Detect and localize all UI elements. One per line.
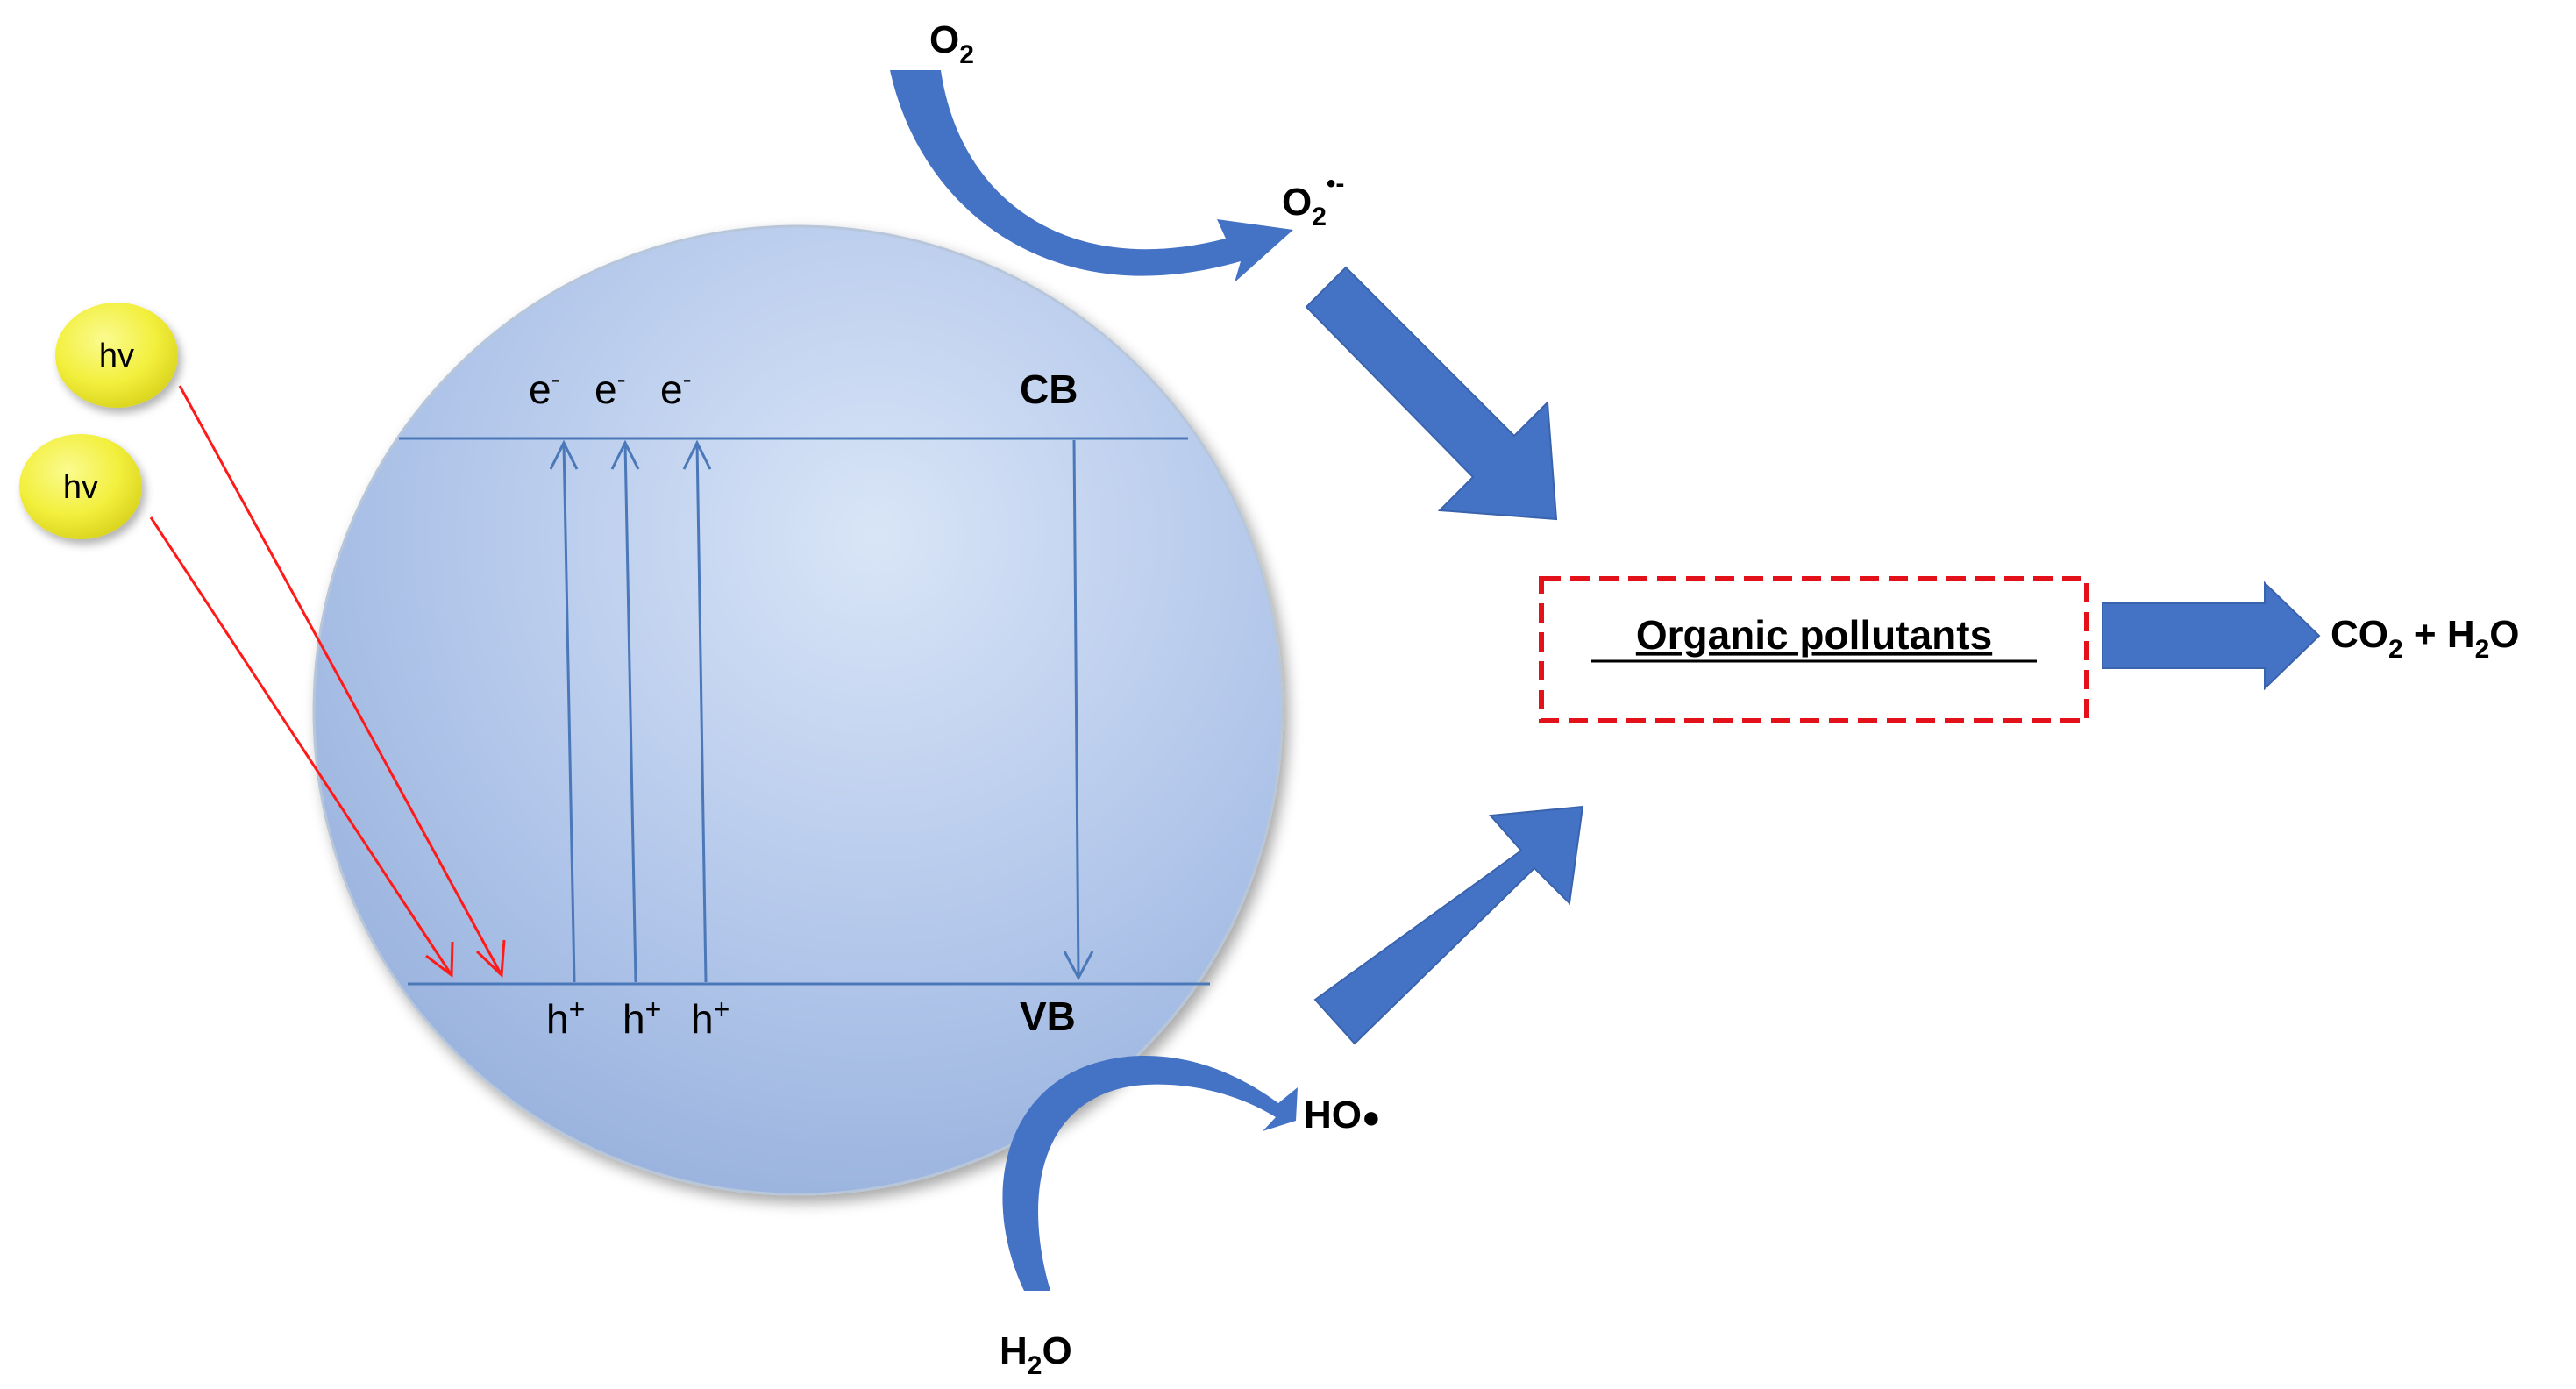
organic-pollutants-box [1539,576,2089,723]
hole-label-3: h+ [691,994,729,1042]
excitation-arrow-1 [562,442,576,983]
photon-1: hv [55,303,178,408]
electron-label-1: e- [529,365,560,412]
photon-2: hv [19,434,142,539]
pollutants-to-products-arrow [2102,581,2321,691]
water-oxidation-arrow [1002,1056,1298,1291]
organic-pollutants-label: Organic pollutants [1636,612,1992,658]
electron-label-2: e- [594,365,626,412]
recombination-arrow [1072,439,1080,979]
excitation-arrow-2 [623,442,637,983]
excitation-arrow-3 [695,442,708,983]
light-arrows [149,385,506,979]
hole-labels: h+ h+ h+ [546,994,729,1042]
photon-1-label: hv [99,338,134,374]
semiconductor-particle [312,224,1284,1196]
electron-label-3: e- [660,365,692,412]
oxygen-reduction-arrow [890,70,1293,282]
hole-label-2: h+ [623,994,661,1042]
oxygen-label: O2 [929,18,974,69]
cb-label: CB [1020,367,1078,412]
excitation-arrows [549,439,712,983]
vb-label: VB [1020,994,1076,1039]
superoxide-label: O2•- [1282,169,1344,232]
water-label: H2O [1000,1329,1072,1380]
products-label: CO2 + H2O [2330,613,2520,664]
hole-label-1: h+ [546,994,585,1042]
electron-labels: e- e- e- [529,365,692,412]
photon-2-label: hv [63,469,98,506]
superoxide-to-pollutants-arrow [1305,266,1558,521]
hydroxyl-to-pollutants-arrow [1313,805,1584,1045]
hydroxyl-label: HO● [1304,1093,1381,1136]
